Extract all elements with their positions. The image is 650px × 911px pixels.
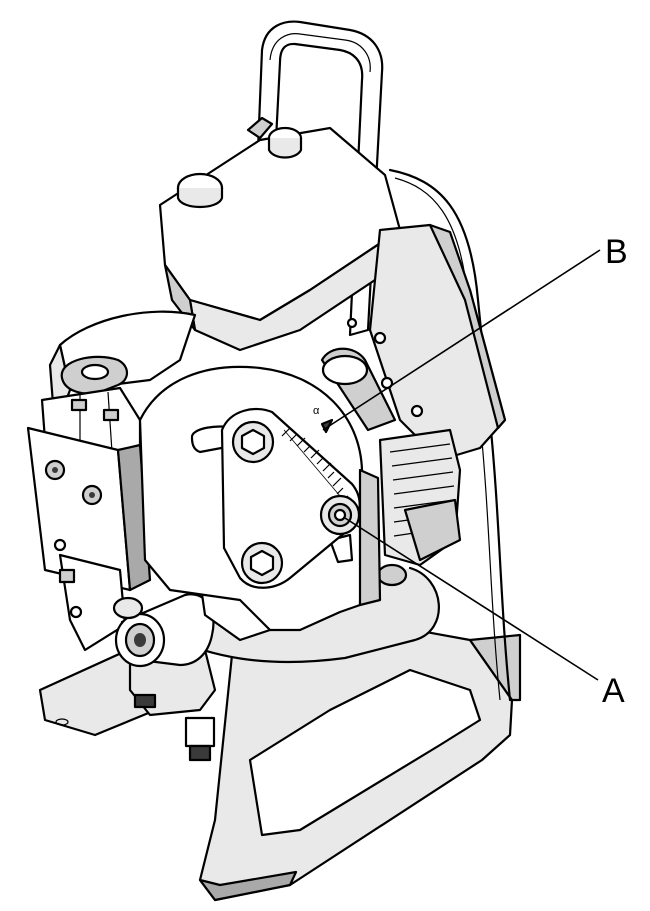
reservoir-tank <box>158 116 407 352</box>
dial-plate: α <box>220 405 361 589</box>
bolt-lower <box>240 541 284 585</box>
alpha-symbol: α <box>313 405 320 417</box>
bolt-right <box>319 494 361 536</box>
base-stand <box>38 618 522 902</box>
angle-scale <box>281 427 349 503</box>
motor-housing <box>320 223 507 567</box>
carry-handle <box>256 20 384 337</box>
callout-label-a: A <box>602 672 625 710</box>
callout-leaders <box>322 249 601 681</box>
callout-label-b: B <box>605 233 628 271</box>
bolt-upper <box>231 420 275 464</box>
